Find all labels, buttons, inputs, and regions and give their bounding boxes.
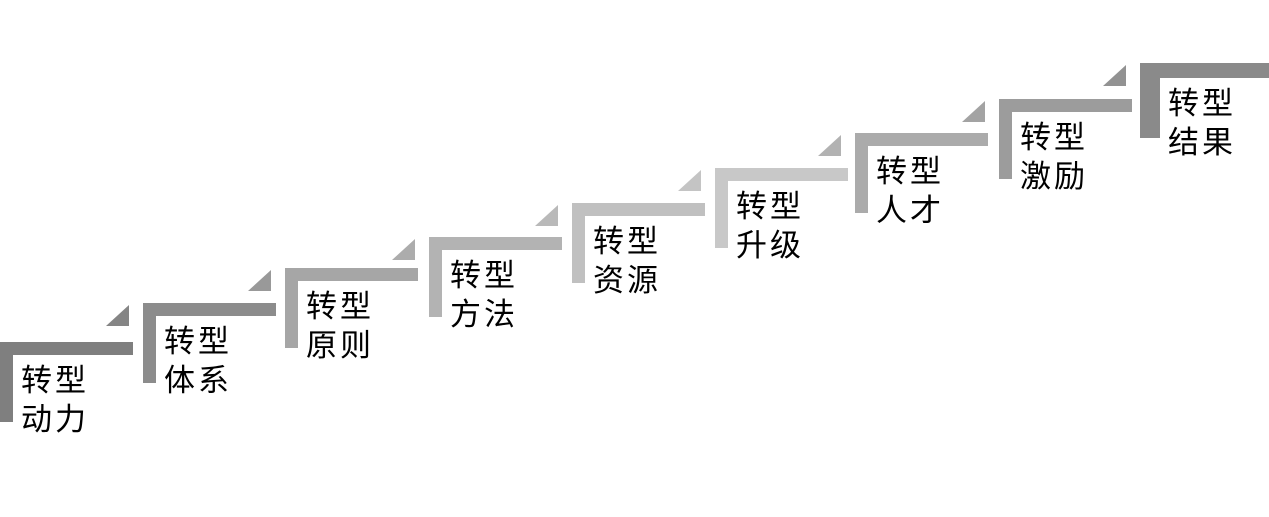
step-9-vertical-bar bbox=[1140, 63, 1160, 138]
step-2-horizontal-bar bbox=[143, 303, 276, 316]
step-6-vertical-bar bbox=[715, 168, 728, 248]
step-5-horizontal-bar bbox=[572, 203, 705, 216]
step-9-label-line-1: 转型 bbox=[1168, 86, 1236, 121]
step-8-horizontal-bar bbox=[999, 99, 1132, 112]
step-3-horizontal-bar bbox=[285, 268, 418, 281]
connector-triangle-7 bbox=[962, 101, 985, 122]
step-1-label: 转型 动力 bbox=[21, 361, 89, 439]
step-2-vertical-bar bbox=[143, 303, 156, 383]
connector-triangle-2 bbox=[248, 270, 271, 291]
step-4-label: 转型 方法 bbox=[450, 256, 518, 334]
step-5-label-line-2: 资源 bbox=[593, 263, 661, 298]
step-4-vertical-bar bbox=[429, 237, 442, 317]
step-1-horizontal-bar bbox=[0, 342, 133, 355]
step-8-label-line-1: 转型 bbox=[1020, 120, 1088, 155]
step-5-vertical-bar bbox=[572, 203, 585, 283]
step-8-label-line-2: 激励 bbox=[1020, 159, 1088, 194]
step-4-label-line-1: 转型 bbox=[450, 258, 518, 293]
step-4-label-line-2: 方法 bbox=[450, 297, 518, 332]
step-7-label: 转型 人才 bbox=[876, 152, 944, 230]
connector-triangle-3 bbox=[392, 239, 415, 260]
connector-triangle-6 bbox=[818, 135, 841, 156]
step-9-horizontal-bar bbox=[1140, 63, 1269, 78]
step-1-vertical-bar bbox=[0, 342, 13, 422]
step-2-label-line-2: 体系 bbox=[164, 363, 232, 398]
step-6-horizontal-bar bbox=[715, 168, 848, 181]
connector-triangle-4 bbox=[535, 205, 558, 226]
step-7-label-line-1: 转型 bbox=[876, 154, 944, 189]
step-9-label-line-2: 结果 bbox=[1168, 125, 1236, 160]
step-7-vertical-bar bbox=[855, 133, 868, 213]
step-5-label-line-1: 转型 bbox=[593, 224, 661, 259]
step-8-label: 转型 激励 bbox=[1020, 118, 1088, 196]
connector-triangle-8 bbox=[1103, 65, 1126, 86]
step-6-label-line-2: 升级 bbox=[736, 228, 804, 263]
step-2-label-line-1: 转型 bbox=[164, 324, 232, 359]
step-3-label-line-1: 转型 bbox=[306, 289, 374, 324]
step-6-label-line-1: 转型 bbox=[736, 189, 804, 224]
step-8-vertical-bar bbox=[999, 99, 1012, 179]
connector-triangle-5 bbox=[678, 170, 701, 191]
step-1-label-line-2: 动力 bbox=[21, 402, 89, 437]
step-3-label-line-2: 原则 bbox=[306, 328, 374, 363]
step-6-label: 转型 升级 bbox=[736, 187, 804, 265]
step-4-horizontal-bar bbox=[429, 237, 562, 250]
step-7-label-line-2: 人才 bbox=[876, 193, 944, 228]
connector-triangle-1 bbox=[106, 305, 129, 326]
step-3-vertical-bar bbox=[285, 268, 298, 348]
step-2-label: 转型 体系 bbox=[164, 322, 232, 400]
step-7-horizontal-bar bbox=[855, 133, 988, 146]
step-9-label: 转型 结果 bbox=[1168, 84, 1236, 162]
step-3-label: 转型 原则 bbox=[306, 287, 374, 365]
step-1-label-line-1: 转型 bbox=[21, 363, 89, 398]
step-5-label: 转型 资源 bbox=[593, 222, 661, 300]
